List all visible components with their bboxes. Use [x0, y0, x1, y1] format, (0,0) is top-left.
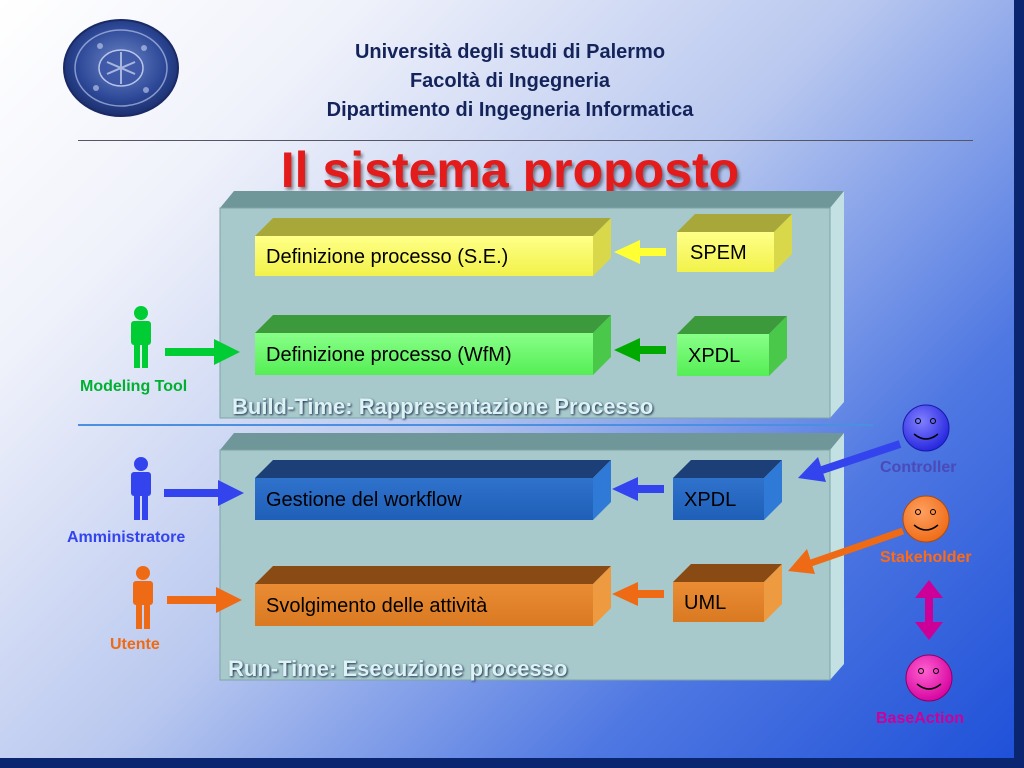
definizione-processo-se-label: Definizione processo (S.E.) — [266, 246, 509, 268]
arrow-utente — [167, 587, 242, 613]
arrow-stakeholder — [788, 527, 905, 574]
arrow-uml-to-attivita — [612, 582, 664, 606]
controller-face-icon — [902, 404, 950, 452]
arrow-controller — [798, 440, 902, 482]
definizione-processo-wfm-label: Definizione processo (WfM) — [266, 344, 512, 366]
build-run-separator — [78, 424, 873, 426]
slide-title: Il sistema proposto — [280, 142, 740, 198]
controller-label: Controller — [880, 459, 957, 476]
uml-label: UML — [684, 592, 727, 614]
double-arrow-stakeholder-baseaction — [915, 580, 943, 640]
institution-header: Università degli studi di Palermo Facolt… — [240, 38, 780, 125]
baseaction-face-icon — [905, 654, 953, 702]
gestione-workflow-label: Gestione del workflow — [266, 489, 462, 511]
run-time-label: Run-Time: Esecuzione processo — [228, 656, 568, 681]
amministratore-person-icon — [131, 457, 151, 520]
arrow-xpdl-to-wfm — [614, 338, 666, 362]
utente-label: Utente — [110, 636, 160, 653]
build-time-label: Build-Time: Rappresentazione Processo — [232, 394, 654, 419]
definizione-processo-wfm-box — [255, 315, 611, 375]
modeling-tool-label: Modeling Tool — [80, 378, 188, 395]
baseaction-label: BaseAction — [876, 710, 965, 727]
spem-box — [677, 214, 792, 272]
xpdl-run-box — [673, 460, 782, 520]
modeling-tool-person-icon — [131, 306, 151, 368]
header-divider — [78, 140, 973, 141]
university-name: Università degli studi di Palermo — [354, 41, 666, 63]
uml-box — [673, 564, 782, 622]
svolgimento-attivita-label: Svolgimento delle attività — [266, 595, 488, 617]
gestione-workflow-box — [255, 460, 611, 520]
utente-person-icon — [133, 566, 153, 629]
faculty-name: Facoltà di Ingegneria — [409, 70, 611, 92]
xpdl-build-label: XPDL — [688, 345, 741, 367]
xpdl-build-box — [677, 316, 787, 376]
spem-label: SPEM — [690, 242, 747, 264]
stakeholder-face-icon — [902, 495, 950, 543]
svolgimento-attivita-box — [255, 566, 611, 626]
amministratore-label: Amministratore — [67, 529, 186, 546]
arrow-spem-to-se — [614, 240, 666, 264]
arrow-amministratore — [164, 480, 244, 506]
department-name: Dipartimento di Ingegneria Informatica — [326, 99, 694, 121]
xpdl-run-label: XPDL — [684, 489, 737, 511]
definizione-processo-se-box — [255, 218, 611, 276]
arrow-xpdl-to-workflow — [612, 477, 664, 501]
arrow-modeling-tool — [165, 339, 240, 365]
stakeholder-label: Stakeholder — [880, 549, 972, 566]
university-seal-logo — [63, 19, 179, 117]
